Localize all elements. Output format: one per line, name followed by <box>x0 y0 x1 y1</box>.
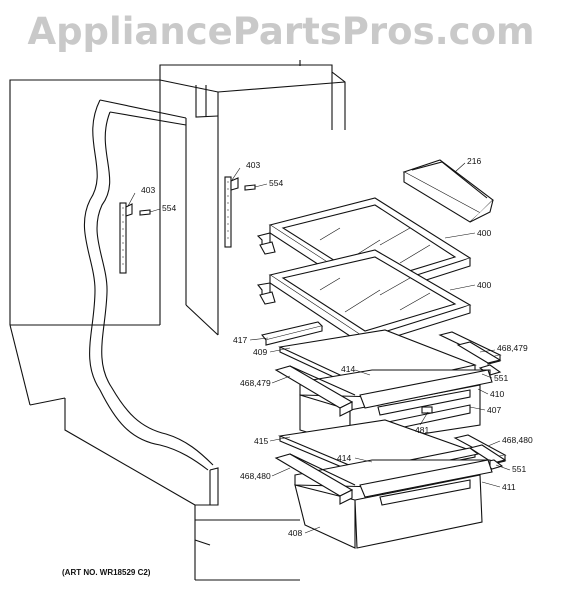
callout-481: 481 <box>415 425 429 435</box>
door-bin <box>402 159 494 223</box>
callout-410: 410 <box>490 389 504 399</box>
watermark: AppliancePartsPros.com <box>27 10 535 53</box>
art-number: (ART NO. WR18529 C2) <box>62 568 151 577</box>
callout-554-right: 554 <box>269 178 283 188</box>
shelf-rail-right <box>224 176 239 248</box>
callout-551-upper: 551 <box>494 373 508 383</box>
screw-left <box>139 209 151 216</box>
slide-rail-right-lower <box>453 434 507 470</box>
callout-407: 407 <box>487 405 501 415</box>
callout-468-480-left: 468,480 <box>240 471 271 481</box>
shelf-support <box>261 321 324 346</box>
callout-408: 408 <box>288 528 302 538</box>
callout-400-lower: 400 <box>477 280 491 290</box>
shelf-rail-left <box>119 202 133 274</box>
callout-551-lower: 551 <box>512 464 526 474</box>
callout-labels: 403 554 403 554 216 400 400 417 409 468,… <box>141 156 533 538</box>
screw-right <box>244 184 256 191</box>
crisper-drawer-lower <box>274 453 493 549</box>
callout-409: 409 <box>253 347 267 357</box>
callout-414-upper: 414 <box>341 364 355 374</box>
callout-411: 411 <box>502 482 516 492</box>
cabinet <box>9 60 346 581</box>
callout-403-right: 403 <box>246 160 260 170</box>
callout-414-lower: 414 <box>337 453 351 463</box>
callout-400-upper: 400 <box>477 228 491 238</box>
leader-lines <box>127 162 511 534</box>
callout-468-479-right: 468,479 <box>497 343 528 353</box>
callout-468-479-left: 468,479 <box>240 378 271 388</box>
callout-468-480-right: 468,480 <box>502 435 533 445</box>
callout-216: 216 <box>467 156 481 166</box>
callout-403-left: 403 <box>141 185 155 195</box>
callout-415: 415 <box>254 436 268 446</box>
callout-554-left: 554 <box>162 203 176 213</box>
callout-417: 417 <box>233 335 247 345</box>
